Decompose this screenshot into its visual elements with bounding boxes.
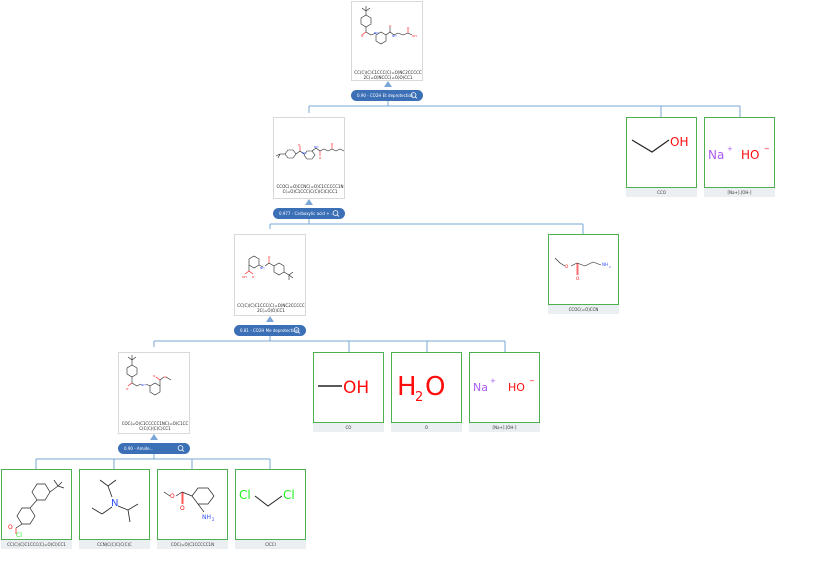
intermediate-molecule-card[interactable]: O NH O O COC(=O)C1CCCCC1NC(=O)C1CCC(C(C)… [118,352,190,434]
amide-nh-label: NH [392,34,397,38]
intermediate-molecule-card[interactable]: O NH O NH O CCOC(=O)CCNC(=O)C1CCCCC1NC(=… [273,117,345,199]
hydroxide-label: HO [508,381,525,394]
amine-subscript: 2 [609,265,611,269]
oxygen-label: O [180,505,185,512]
sodium-label: Na [473,381,488,394]
smiles-caption: CO [313,423,384,432]
starting-material-card[interactable]: OH [313,352,384,423]
oxygen-label: O [425,372,445,402]
reaction-label: 0.977 - Carboxylic acid + ... [279,211,335,216]
hydroxyl-label: OH [412,34,417,38]
starting-material-card[interactable]: O O NH 2 [157,469,228,540]
hydroxyl-label: OH [670,135,688,149]
hydroxyl-label: OH [242,275,247,279]
chlorine-label: Cl [16,532,22,539]
hydroxide-label: HO [741,148,759,162]
amide-nh-label: NH [314,145,319,149]
reaction-badge[interactable]: 0.977 - Carboxylic acid + ... [273,208,345,219]
target-molecule-card[interactable]: NH O O NH O OH CC(C)(C)C1CCC(C(=O)NC2CCC… [351,1,423,81]
oxygen-label: O [153,374,156,378]
smiles-caption: ClCCl [235,540,306,549]
nitrogen-label: N [111,498,118,509]
oxygen-label: O [8,524,13,531]
reaction-badge[interactable]: 0.90 - Amide... [118,443,190,454]
starting-material-card[interactable]: Cl Cl [235,469,306,540]
hydrogen-label: H [397,372,417,402]
search-icon[interactable] [292,325,302,336]
starting-material-card[interactable]: Cl O [1,469,72,540]
oxygen-label: O [361,34,364,38]
smiles-caption: COC(=O)C1CCCCC1N [157,540,228,549]
oxygen-label: O [389,24,392,28]
charge-plus-label: + [490,377,496,385]
smiles-caption: CCN(C(C)C)C(C)C [79,540,150,549]
reaction-badge[interactable]: 0.81 - CO2H Me deprotection [234,325,306,336]
intermediate-molecule-card[interactable]: OH O NH O CC(C)(C)C1CCC(C(=O)NC2CCCCC2C(… [234,234,306,316]
smiles-caption: [Na+].[OH-] [704,188,775,197]
oxygen-label: O [268,255,271,259]
starting-material-card[interactable]: OH [626,117,697,188]
amine-label: NH [202,514,211,521]
structure-drawing: OH O NH O [242,255,294,280]
smiles-caption: CC(C)(C)C1CCC(C(=O)Cl)CC1 [1,540,72,549]
charge-plus-label: + [727,145,733,153]
structure-drawing: N [91,479,139,523]
smiles-caption: CCOC(=O)CCN [548,305,619,314]
oxygen-label: O [252,275,255,279]
subscript-label: 2 [415,390,423,405]
oxygen-label: O [164,375,167,379]
structure-drawing: OH [631,135,688,153]
smiles-text: CCOC(=O)CCNC(=O)C1CCCCC1NC(=O)C1CCC(C(C)… [276,184,344,194]
oxygen-label: O [319,156,322,160]
starting-material-card[interactable]: Na + HO − [469,352,540,423]
structure-drawing: Na + HO − [473,377,535,394]
amide-nh-label: NH [141,383,146,387]
smiles-text: CC(C)(C)C1CCC(C(=O)NC2CCCCC2C(=O)O)CC1 [237,303,305,313]
amide-nh-label: NH [302,151,307,155]
structure-drawing: Na + HO − [708,145,770,162]
search-icon[interactable] [409,90,419,101]
reaction-badge[interactable]: 0.90 - CO2H Et deprotection [351,90,423,101]
sodium-label: Na [708,148,724,162]
structure-drawing: O NH O O [126,355,172,396]
structure-drawing: O O NH 2 [163,487,215,522]
reaction-label: 0.90 - Amide... [124,446,154,451]
amide-nh-label: NH [260,266,265,270]
charge-minus-label: − [764,145,770,153]
starting-material-card[interactable]: H 2 O [391,352,462,423]
oxygen-label: O [298,143,301,147]
oxygen-label: O [565,264,568,269]
oxygen-label: O [331,142,334,146]
hydroxyl-label: OH [343,378,369,398]
amine-label: NH [602,262,608,267]
oxygen-label: O [576,276,579,281]
smiles-text: CC(C)(C)C1CCC(C(=O)NC2CCCCC2C(=O)NCCC(=O… [354,70,422,80]
search-icon[interactable] [331,208,341,219]
amine-subscript: 2 [212,517,215,522]
smiles-caption: CCO [626,188,697,197]
oxygen-label: O [170,493,175,500]
charge-minus-label: − [529,377,535,385]
structure-drawing: NH O O NH O OH [360,6,417,45]
structure-drawing: OH [318,378,369,398]
structure-drawing: O NH O NH O [275,142,345,160]
chlorine-label: Cl [239,488,251,502]
structure-drawing: Cl Cl [239,488,295,507]
structure-drawing: O O NH 2 [554,257,611,281]
reaction-label: 0.90 - CO2H Et deprotection [357,93,414,98]
amide-nh-label: NH [374,31,379,35]
smiles-text: COC(=O)C1CCCCC1NC(=O)C1CCC(C(C)(C)C)CC1 [121,421,189,431]
oxygen-label: O [126,387,129,391]
smiles-caption: O [391,423,462,432]
smiles-caption: [Na+].[OH-] [469,423,540,432]
structure-drawing: H 2 O [397,372,445,405]
chlorine-label: Cl [283,488,295,502]
oxygen-label: O [407,26,410,30]
reaction-label: 0.81 - CO2H Me deprotection [240,328,299,333]
starting-material-card[interactable]: Na + HO − [704,117,775,188]
structure-drawing: Cl O [8,479,65,539]
starting-material-card[interactable]: N [79,469,150,540]
search-icon[interactable] [176,443,186,454]
starting-material-card[interactable]: O O NH 2 [548,234,619,305]
